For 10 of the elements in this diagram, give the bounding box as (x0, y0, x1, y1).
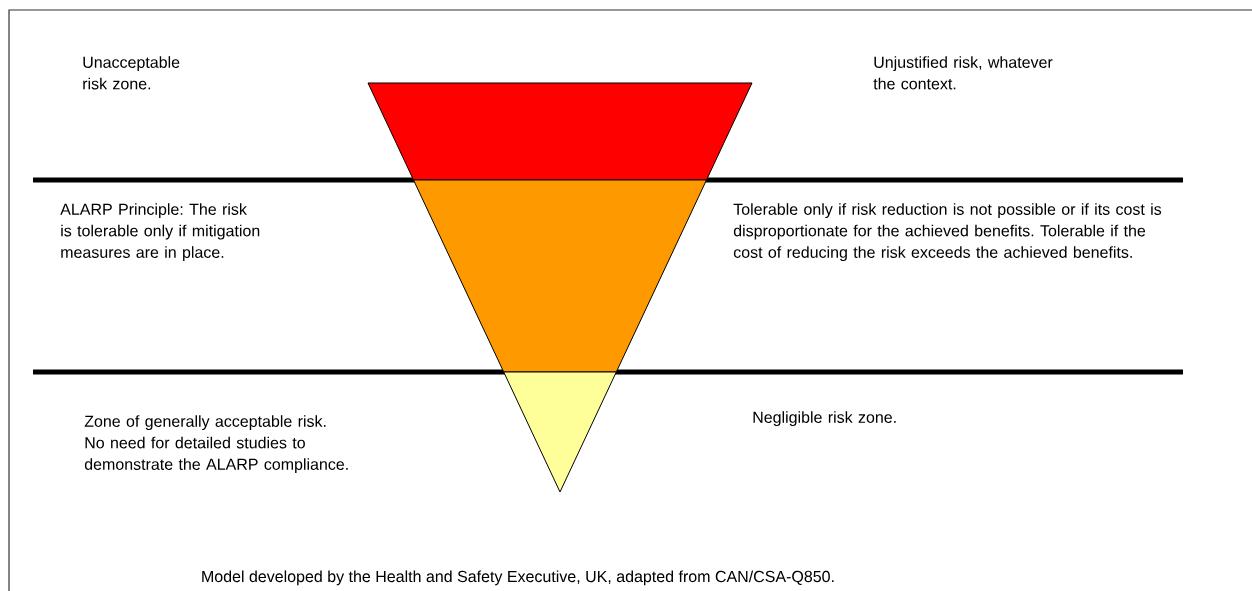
zone-description: Unacceptable risk zone. (83, 56, 180, 90)
zone-description: ALARP Principle: The risk is tolerable only if mitigation measures are in place. (60, 203, 260, 262)
zone-description: Unjustified risk, whatever the context. (873, 56, 1053, 90)
risk-band (367, 82, 753, 181)
zone-description: Tolerable only if risk reduction is not possible or if its cost is disproportionate for the achieved benefits. Tolerable if the cost of reducing the risk exceeds the achieved benefits. (733, 203, 1162, 262)
risk-band (503, 371, 617, 493)
zone-description: Zone of generally acceptable risk. No need for detailed studies to demonstrate the ALARP compliance. (84, 415, 348, 474)
zone-description: Negligible risk zone. (753, 411, 896, 427)
risk-band (413, 179, 707, 373)
caption: Model developed by the Health and Safety Executive, UK, adapted from CAN/CSA-Q850. (202, 570, 834, 586)
